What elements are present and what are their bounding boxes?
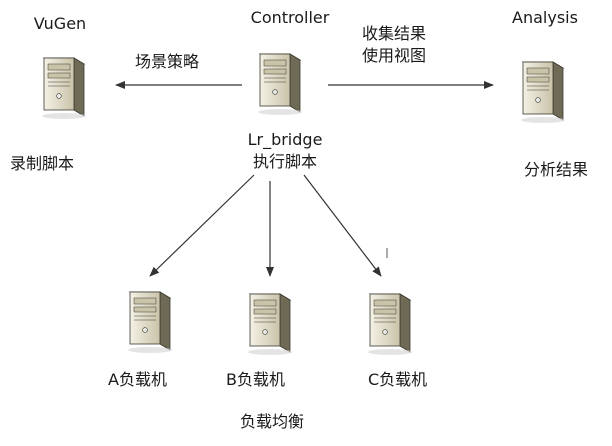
load-a-server-icon — [116, 286, 176, 356]
arrow-controller-to-load-a — [149, 174, 255, 277]
footer-load-balancing: 负载均衡 — [240, 412, 305, 431]
arrow-controller-to-load-c — [303, 174, 382, 277]
load-a-caption: A负载机 — [108, 370, 167, 389]
vugen-title: VuGen — [33, 14, 87, 33]
vugen-caption: 录制脚本 — [10, 154, 75, 173]
controller-caption-line1: Lr_bridge — [247, 130, 323, 149]
analysis-title: Analysis — [512, 8, 578, 27]
edge-label-scenario-strategy: 场景策略 — [135, 52, 200, 71]
vugen-server-icon — [30, 52, 90, 122]
controller-server-icon — [246, 48, 306, 118]
load-c-server-icon — [356, 288, 416, 358]
load-c-caption: C负载机 — [368, 370, 428, 389]
controller-title: Controller — [250, 8, 330, 27]
analysis-server-icon — [509, 56, 569, 126]
edge-label-use-views: 使用视图 — [362, 46, 427, 65]
load-b-caption: B负载机 — [226, 370, 285, 389]
controller-caption-line2: 执行脚本 — [252, 152, 317, 171]
load-b-server-icon — [236, 288, 296, 358]
analysis-caption: 分析结果 — [524, 160, 589, 179]
edge-label-collect-results: 收集结果 — [362, 24, 427, 43]
